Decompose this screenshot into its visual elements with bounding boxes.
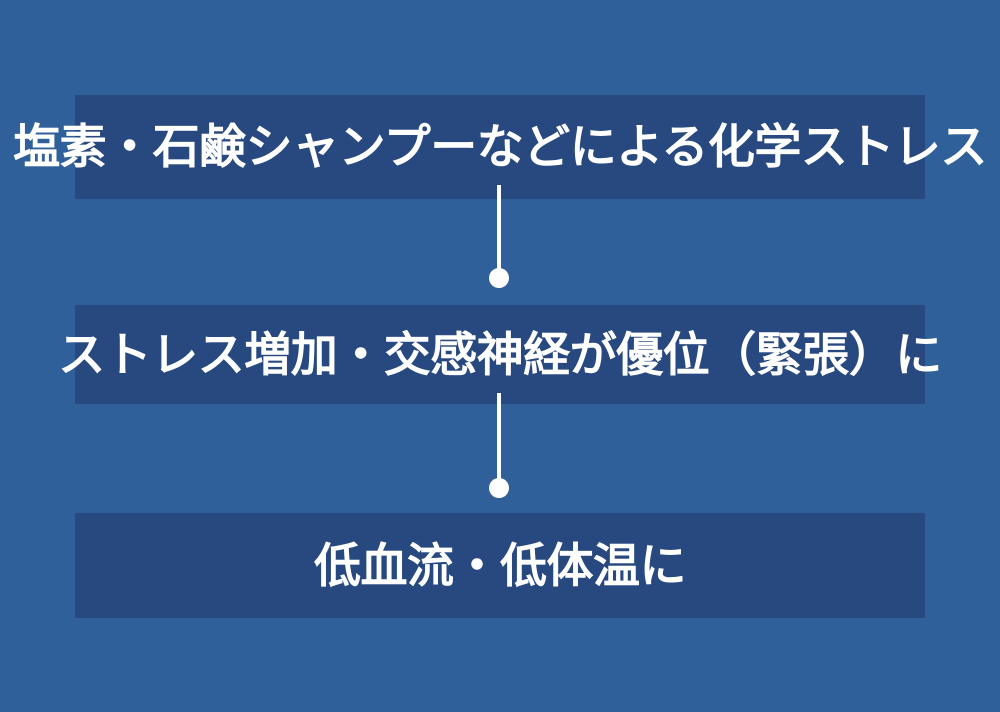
connector-1-line — [497, 185, 501, 280]
connector-1-dot-icon — [489, 268, 509, 288]
flow-node-2: ストレス増加・交感神経が優位（緊張）に — [58, 305, 942, 404]
flow-node-2-label: ストレス増加・交感神経が優位（緊張）に — [58, 327, 942, 381]
flow-node-1-label: 塩素・石鹸シャンプーなどによる化学ストレス — [13, 120, 987, 174]
connector-2-line — [497, 393, 501, 490]
connector-2-dot-icon — [489, 478, 509, 498]
flow-node-3-label: 低血流・低体温に — [314, 538, 687, 592]
flow-node-3: 低血流・低体温に — [75, 513, 925, 618]
flow-node-1: 塩素・石鹸シャンプーなどによる化学ストレス — [13, 95, 987, 199]
